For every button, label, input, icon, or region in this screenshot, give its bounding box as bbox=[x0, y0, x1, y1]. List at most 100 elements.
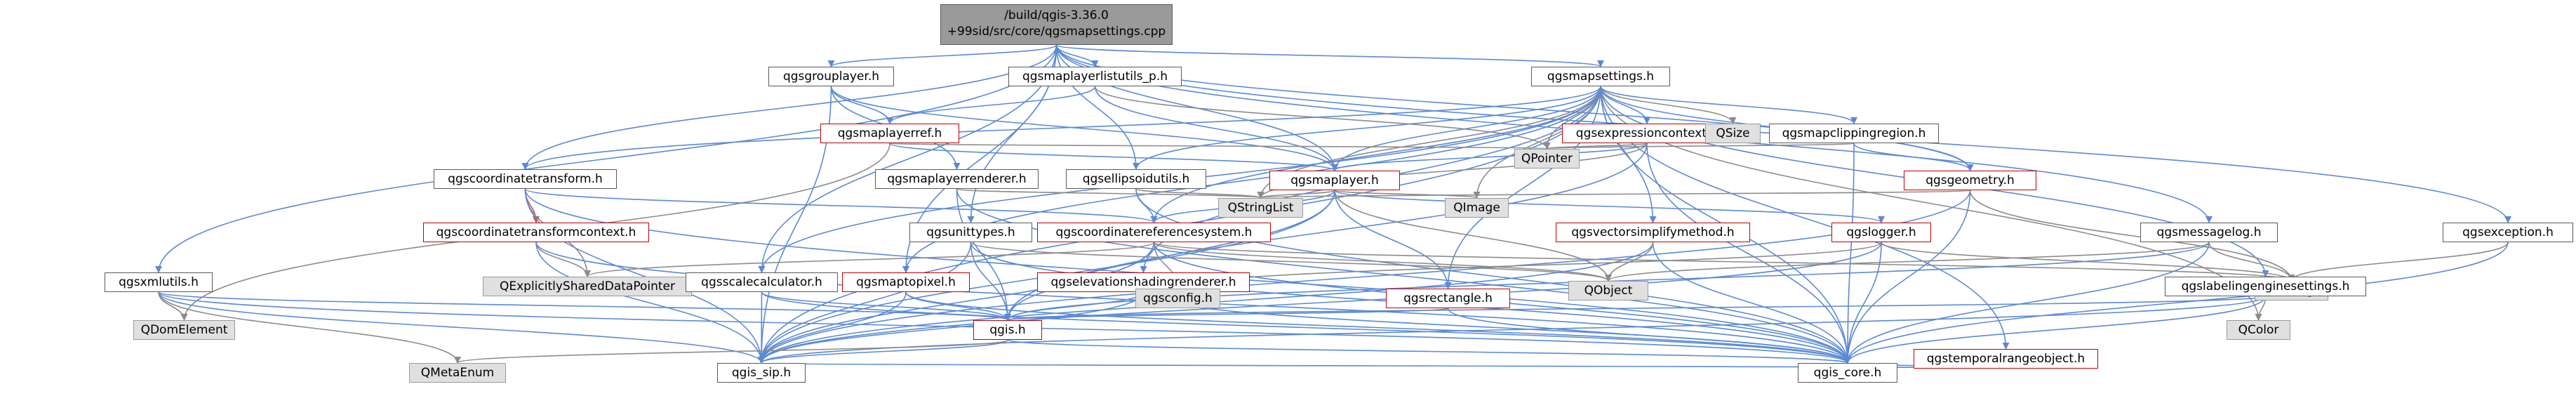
node-qgsellipsoidutils[interactable]: qgsellipsoidutils.h bbox=[1066, 169, 1206, 189]
node-qdomelement[interactable]: QDomElement bbox=[133, 320, 235, 340]
edge-qgsgrouplayer-to-qgsmaplayer bbox=[830, 86, 1338, 171]
edge-qgsmapsettings-to-qgscoordinatetransform bbox=[521, 86, 1601, 170]
edge-qgscoordinatetransform-to-qgscoordinatereferencesystem bbox=[524, 188, 1158, 223]
edge-qgsmapsettings-cpp-to-qgsscalecalculator bbox=[758, 44, 1057, 273]
edge-qgsmapsettings-to-qgsmapclippingregion bbox=[1600, 86, 1857, 124]
node-qsize[interactable]: QSize bbox=[1705, 124, 1761, 143]
node-qobject[interactable]: QObject bbox=[1568, 281, 1648, 301]
edge-qgsmapsettings-to-qpointer bbox=[1543, 86, 1601, 150]
edge-qgsmaplayerref-to-qgsmaplayer bbox=[889, 143, 1338, 171]
node-qgsmapsettings-cpp[interactable]: /build/qgis-3.36.0 +99sid/src/core/qgsma… bbox=[940, 4, 1173, 45]
edge-qgsmaplayerlistutils-to-qgsmaplayer bbox=[1094, 86, 1338, 171]
edge-qgscoordinatetransform-to-qgis-sip bbox=[524, 188, 765, 364]
edge-qgsvectorsimplifymethod-to-qgis-core bbox=[1652, 242, 1851, 364]
edge-qgsmaplayerlistutils-to-qgsmaplayerref bbox=[886, 86, 1096, 124]
node-qgscoordinatetransformcontext[interactable]: qgscoordinatetransformcontext.h bbox=[423, 223, 649, 242]
edge-qgsunittypes-to-qgis-sip bbox=[758, 242, 972, 364]
edge-qgscoordinatereferencesystem-to-qgis-sip bbox=[758, 242, 1155, 364]
edge-qgsmaplayerref-to-qpointer bbox=[889, 142, 1549, 150]
node-qgsmaptopixel[interactable]: qgsmaptopixel.h bbox=[842, 272, 970, 292]
edge-qgsmessagelog-to-qgis-core bbox=[1844, 242, 2210, 364]
edge-qgsexpressioncontext-to-qgis-core bbox=[1646, 143, 1851, 364]
edge-qgis-to-qgis-core bbox=[1007, 339, 1851, 364]
edge-qgsellipsoidutils-to-qgis-core bbox=[1135, 188, 1851, 364]
edge-qgsmapsettings-to-qgsexpressioncontext bbox=[1600, 86, 1650, 124]
edge-qgsrectangle-to-qgis-core bbox=[1447, 308, 1851, 364]
node-qgstemporalrangeobject[interactable]: qgstemporalrangeobject.h bbox=[1914, 349, 2098, 369]
edge-qgsellipsoidutils-to-qstringlist bbox=[1135, 188, 1264, 199]
node-qgis-sip[interactable]: qgis_sip.h bbox=[717, 363, 806, 383]
node-qgsvectorsimplifymethod[interactable]: qgsvectorsimplifymethod.h bbox=[1556, 223, 1750, 242]
edge-qgsmaplayer-to-qgsrectangle bbox=[1334, 190, 1452, 289]
edge-qgsmapsettings-to-qgsrectangle bbox=[1444, 86, 1601, 289]
edge-qgsxmlutils-to-qmetaenum bbox=[158, 291, 461, 364]
edge-qgscoordinatereferencesystem-to-qstring bbox=[1153, 242, 2295, 282]
edge-qgsmaplayerlistutils-to-qpointer bbox=[1094, 86, 1551, 150]
edge-qgsmapsettings-cpp-to-qgsgrouplayer bbox=[827, 44, 1057, 67]
edge-qgslabelingenginesettings-to-qgis bbox=[1004, 296, 2267, 321]
node-qgis[interactable]: qgis.h bbox=[973, 320, 1042, 340]
edge-qgsunittypes-to-qobject bbox=[970, 242, 1612, 282]
node-qgsxmlutils[interactable]: qgsxmlutils.h bbox=[105, 272, 213, 292]
node-qgsmapsettings[interactable]: qgsmapsettings.h bbox=[1531, 67, 1670, 86]
edge-qgsmapsettings-cpp-to-qgsmapsettings bbox=[1055, 44, 1604, 67]
edge-qgsxmlutils-to-qgis-sip bbox=[158, 291, 765, 364]
node-qgsmaplayer[interactable]: qgsmaplayer.h bbox=[1269, 171, 1400, 190]
edge-qgsgeometry-to-qstring bbox=[1969, 190, 2295, 282]
node-qgsconfig[interactable]: qgsconfig.h bbox=[1135, 289, 1220, 308]
edge-qgsmaplayer-to-qgis bbox=[1004, 190, 1335, 321]
edge-qgslogger-to-qgsconfig bbox=[1174, 242, 1882, 289]
edge-qgsscalecalculator-to-qgis-sip bbox=[758, 291, 766, 364]
edge-qgslabelingenginesettings-to-qgis-sip bbox=[758, 296, 2267, 364]
edge-qgsmapsettings-cpp-to-qgsxmlutils bbox=[155, 44, 1057, 273]
edge-qgscoordinatereferencesystem-to-qexplicitlyshareddatapointer bbox=[584, 242, 1155, 277]
node-qgsscalecalculator[interactable]: qgsscalecalculator.h bbox=[686, 272, 838, 292]
edge-qgslabelingenginesettings-to-qgis-core bbox=[1844, 296, 2267, 364]
node-qmetaenum[interactable]: QMetaEnum bbox=[409, 363, 506, 383]
edge-qgsscalecalculator-to-qgis-core bbox=[761, 291, 1851, 364]
edge-qgsmapclippingregion-to-qgis-core bbox=[1844, 143, 1855, 364]
edge-qgsmapsettings-cpp-to-qgsellipsoidutils bbox=[1055, 44, 1140, 170]
node-qgsmaplayerrenderer[interactable]: qgsmaplayerrenderer.h bbox=[875, 169, 1039, 189]
edge-qgsunittypes-to-qgis bbox=[970, 242, 1011, 321]
edge-qgsmapclippingregion-to-qgsgeometry bbox=[1853, 143, 1974, 171]
node-qgsmapclippingregion[interactable]: qgsmapclippingregion.h bbox=[1769, 124, 1939, 143]
edge-qgsmaplayer-to-qimage bbox=[1334, 190, 1481, 199]
node-qgsexpressioncontext[interactable]: qgsexpressioncontext.h bbox=[1562, 124, 1732, 143]
edge-qgsmapsettings-to-qsize bbox=[1600, 86, 1737, 124]
node-qgsmaplayerref[interactable]: qgsmaplayerref.h bbox=[820, 124, 959, 143]
edge-qgsmapsettings-to-qgsellipsoidutils bbox=[1133, 86, 1601, 170]
node-qgsmessagelog[interactable]: qgsmessagelog.h bbox=[2140, 223, 2278, 242]
node-qgsgeometry[interactable]: qgsgeometry.h bbox=[1904, 171, 2036, 190]
edge-qgsmapsettings-to-qgsmaplayer bbox=[1331, 86, 1601, 171]
edge-qgsmapsettings-cpp-to-qgscoordinatetransform bbox=[521, 44, 1057, 170]
node-qgscoordinatereferencesystem[interactable]: qgscoordinatereferencesystem.h bbox=[1037, 223, 1271, 242]
edge-qgslogger-to-qgis-core bbox=[1844, 242, 1882, 364]
edge-qgsexception-to-qgis-core bbox=[1844, 242, 2509, 364]
node-qgsunittypes[interactable]: qgsunittypes.h bbox=[909, 223, 1032, 242]
edge-qgsgrouplayer-to-qgsmaplayerref bbox=[830, 86, 893, 124]
node-qexplicitlyshareddatapointer[interactable]: QExplicitlySharedDataPointer bbox=[483, 277, 692, 296]
node-qgscoordinatetransform[interactable]: qgscoordinatetransform.h bbox=[434, 169, 617, 189]
edge-qgsexpressioncontext-to-qgsmaplayer bbox=[1331, 143, 1648, 171]
edge-qgis-to-qmetaenum bbox=[454, 339, 1008, 364]
node-qgsexception[interactable]: qgsexception.h bbox=[2443, 223, 2573, 242]
node-qgsmaplayerlistutils[interactable]: qgsmaplayerlistutils_p.h bbox=[1008, 67, 1182, 86]
node-qgslogger[interactable]: qgslogger.h bbox=[1831, 223, 1931, 242]
edge-qgsmapclippingregion-to-qpointer bbox=[1544, 142, 1855, 150]
node-qgsgrouplayer[interactable]: qgsgrouplayer.h bbox=[768, 67, 894, 86]
node-qimage[interactable]: QImage bbox=[1445, 198, 1509, 218]
edge-qgsmessagelog-to-qstring bbox=[2208, 242, 2295, 282]
node-qpointer[interactable]: QPointer bbox=[1514, 149, 1580, 169]
root-path-line2: +99sid/src/core/qgsmapsettings.cpp bbox=[947, 25, 1166, 39]
edge-qgsmessagelog-to-qobject bbox=[1605, 242, 2210, 282]
node-qgis-core[interactable]: qgis_core.h bbox=[1798, 363, 1897, 383]
edge-qgis-to-qgis-sip bbox=[758, 339, 1008, 364]
edge-qgsmaptopixel-to-qgis-core bbox=[905, 291, 1851, 364]
node-qgsrectangle[interactable]: qgsrectangle.h bbox=[1386, 289, 1510, 308]
root-path-line1: /build/qgis-3.36.0 bbox=[1004, 8, 1109, 22]
node-qgslabelingenginesettings[interactable]: qgslabelingenginesettings.h bbox=[2165, 277, 2366, 296]
node-qstringlist[interactable]: QStringList bbox=[1218, 198, 1303, 218]
node-qcolor[interactable]: QColor bbox=[2227, 320, 2290, 340]
edge-qgscoordinatereferencesystem-to-qobject bbox=[1153, 242, 1612, 282]
